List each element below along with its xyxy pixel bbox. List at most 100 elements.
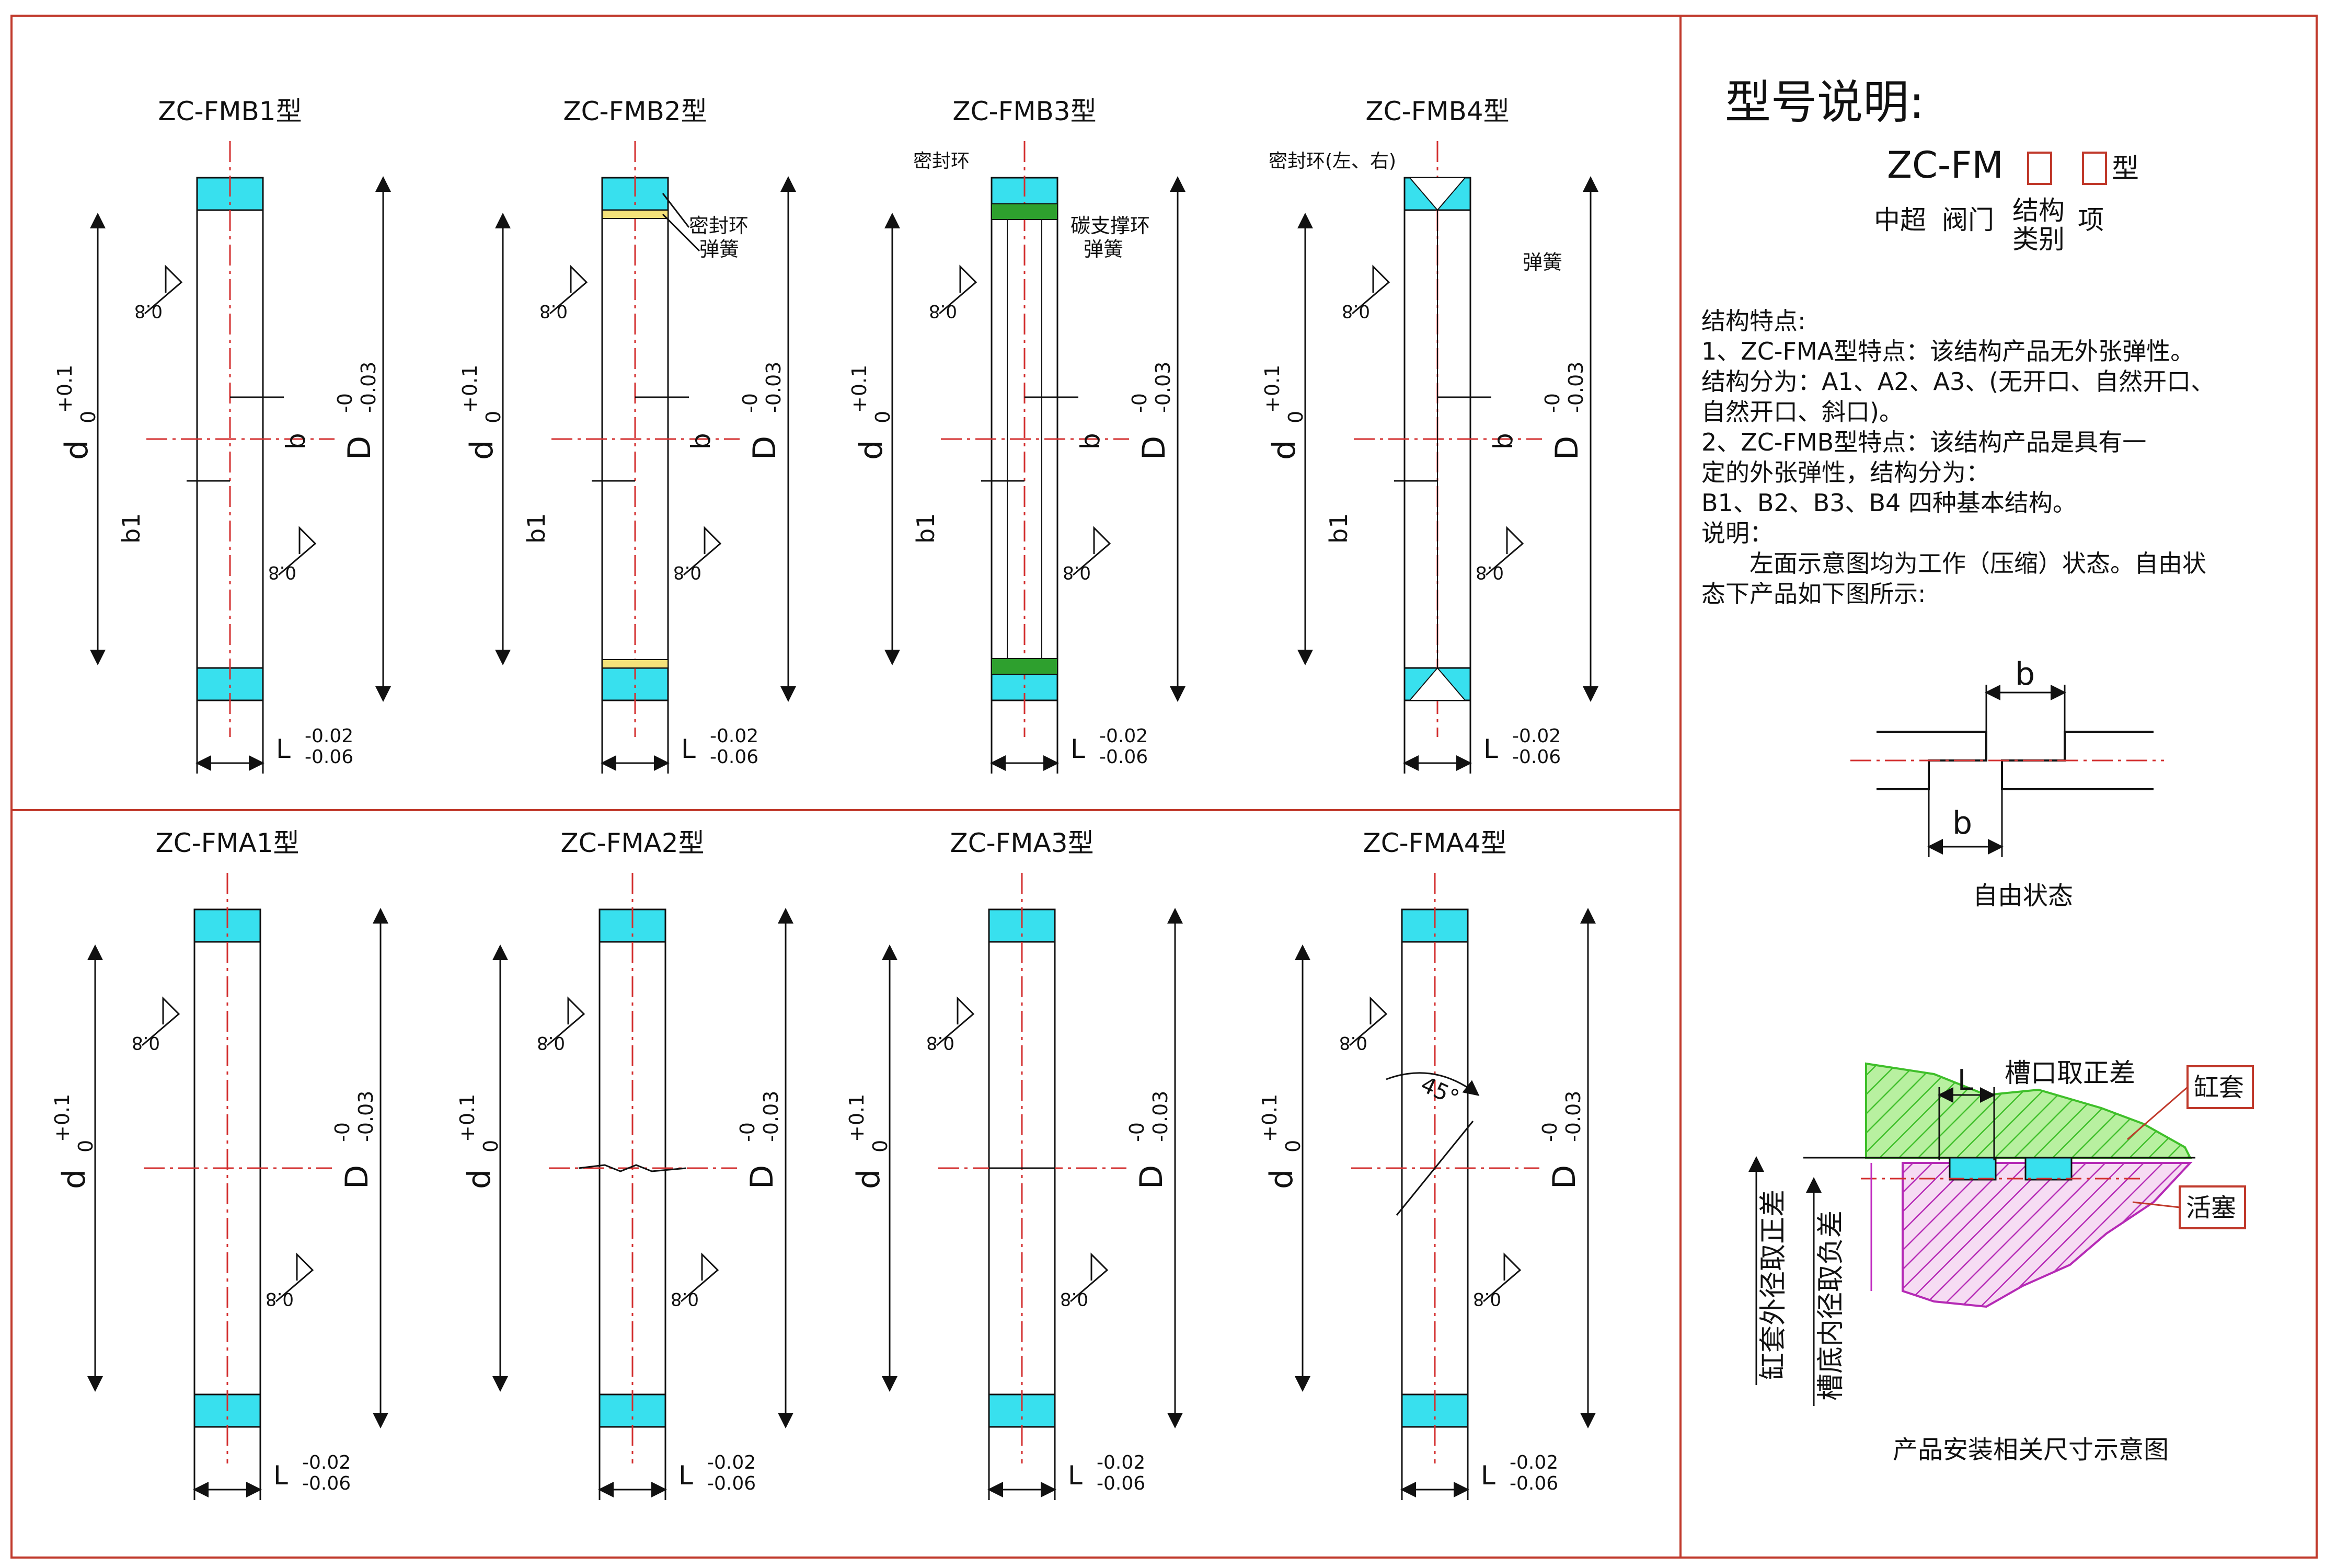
dim-b1: b1 — [117, 513, 145, 544]
d-sup: +0.1 — [53, 365, 76, 413]
vertical-label-2: 槽底内径取负差 — [1815, 1210, 1847, 1401]
D-sub: -0.03 — [1149, 1091, 1172, 1142]
features-heading: 结构特点: — [1701, 307, 1806, 335]
info-title: 型号说明: — [1725, 75, 1925, 129]
L-sub: -0.06 — [1510, 1473, 1558, 1494]
roughness-label: 0.8 — [537, 1032, 565, 1053]
roughness-label: 0.8 — [1063, 562, 1091, 583]
d-sub: 0 — [869, 1140, 892, 1152]
code-label-structure: 结构 — [2012, 195, 2065, 226]
L-sup: -0.02 — [707, 1452, 756, 1473]
L-base: L — [678, 1460, 693, 1491]
roughness-symbol: 0.8 — [1063, 526, 1111, 583]
roughness-symbol: 0.8 — [929, 264, 977, 321]
D-sup: -0 — [736, 1122, 759, 1142]
roughness-label: 0.8 — [671, 1288, 699, 1309]
d-sub: 0 — [871, 411, 894, 423]
piston-label-box — [2179, 1185, 2246, 1229]
features-line-5: 定的外张弹性，结构分为： — [1701, 458, 1990, 487]
callout-spring: 弹簧 — [699, 238, 739, 261]
d-sup: +0.1 — [456, 1094, 479, 1142]
support-band — [991, 658, 1058, 675]
d-sub: 0 — [1282, 1140, 1305, 1152]
features-line-7: 说明： — [1701, 519, 1774, 547]
code-label-zhongchao: 中超 — [1874, 205, 1926, 235]
roughness-symbol: 0.8 — [134, 264, 183, 321]
L-base: L — [1068, 1460, 1083, 1491]
features-line-6: B1、B2、B3、B4 四种基本结构。 — [1701, 489, 2077, 517]
piston-hatch — [1902, 1162, 2193, 1308]
dim-b: b — [1075, 433, 1106, 449]
D-base: D — [1133, 1165, 1170, 1189]
d-sup: +0.1 — [1261, 365, 1284, 413]
piston-label: 活塞 — [2186, 1193, 2236, 1223]
roughness-symbol: 0.8 — [1476, 526, 1524, 583]
roughness-label: 0.8 — [673, 562, 701, 583]
L-sub: -0.06 — [710, 746, 758, 768]
roughness-label: 0.8 — [929, 301, 957, 321]
dim-b: b — [686, 433, 716, 449]
code-box-item — [2082, 152, 2107, 185]
leader — [2132, 1201, 2180, 1208]
ring-drawing-top-2: ZC-FMB2型密封环弹簧bb1d+0.10D-0-0.03L-0.02-0.0… — [458, 96, 796, 774]
D-sup: -0 — [1125, 1122, 1148, 1142]
features-line-4: 2、ZC-FMB型特点：该结构产品是具有一 — [1701, 428, 2147, 456]
ring-title: ZC-FMA2型 — [560, 828, 704, 858]
roughness-label: 0.8 — [266, 1288, 294, 1309]
features-paragraph: 结构特点: 1、ZC-FMA型特点：该结构产品无外张弹性。 结构分为：A1、A2… — [1701, 306, 2297, 609]
D-base: D — [341, 436, 378, 460]
L-base: L — [681, 734, 696, 764]
roughness-label: 0.8 — [1473, 1288, 1501, 1309]
ring-title: ZC-FMA4型 — [1363, 828, 1506, 858]
roughness-symbol: 0.8 — [1342, 264, 1390, 321]
d-base: d — [1266, 440, 1303, 460]
free-caption: 自由状态 — [1973, 881, 2073, 910]
ring-title: ZC-FMA1型 — [155, 828, 299, 858]
L-sub: -0.06 — [302, 1473, 351, 1494]
L-base: L — [1483, 734, 1498, 764]
L-sub: -0.06 — [1097, 1473, 1145, 1494]
leader — [2127, 1086, 2188, 1140]
install-L: L — [1958, 1064, 1973, 1097]
d-base: d — [56, 1169, 93, 1189]
roughness-symbol: 0.8 — [537, 996, 585, 1053]
groove-note: 槽口取正差 — [2005, 1058, 2135, 1088]
D-base: D — [1549, 436, 1585, 460]
callout-support: 碳支撑环 — [1071, 214, 1150, 237]
ring-drawing-top-1: ZC-FMB1型bb1d+0.10D-0-0.03L-0.02-0.060.80… — [53, 96, 391, 774]
roughness-label: 0.8 — [926, 1032, 954, 1053]
v-notch — [1408, 177, 1467, 211]
roughness-symbol: 0.8 — [539, 264, 588, 321]
D-base: D — [1546, 1165, 1583, 1189]
ring-title: ZC-FMB4型 — [1365, 96, 1509, 126]
L-sub: -0.06 — [707, 1473, 756, 1494]
roughness-symbol: 0.8 — [1339, 996, 1388, 1053]
roughness-symbol: 0.8 — [1473, 1252, 1522, 1309]
D-sup: -0 — [331, 1122, 354, 1142]
inner-groove — [1007, 219, 1042, 659]
L-base: L — [1481, 1460, 1495, 1491]
ring-title: ZC-FMB2型 — [563, 96, 707, 126]
roughness-symbol: 0.8 — [926, 996, 975, 1053]
d-sup: +0.1 — [458, 365, 481, 413]
code-prefix: ZC-FM — [1887, 144, 2004, 187]
D-sup: -0 — [1128, 393, 1151, 413]
L-sup: -0.02 — [1512, 725, 1561, 747]
d-base: d — [59, 440, 95, 460]
cylinder-label-box — [2186, 1065, 2254, 1109]
install-caption: 产品安装相关尺寸示意图 — [1893, 1435, 2169, 1465]
ring-title: ZC-FMB1型 — [158, 96, 302, 126]
D-base: D — [746, 436, 783, 460]
leader — [662, 213, 700, 252]
d-base: d — [461, 1169, 498, 1189]
support-band — [991, 203, 1058, 220]
ring-drawings: ZC-FMB1型bb1d+0.10D-0-0.03L-0.02-0.060.80… — [51, 96, 1598, 1500]
code-label-category: 类别 — [2012, 224, 2065, 255]
D-sub: -0.03 — [1152, 362, 1175, 413]
d-sub: 0 — [482, 411, 505, 423]
D-sub: -0.03 — [759, 1091, 782, 1142]
spring-band — [602, 659, 669, 668]
